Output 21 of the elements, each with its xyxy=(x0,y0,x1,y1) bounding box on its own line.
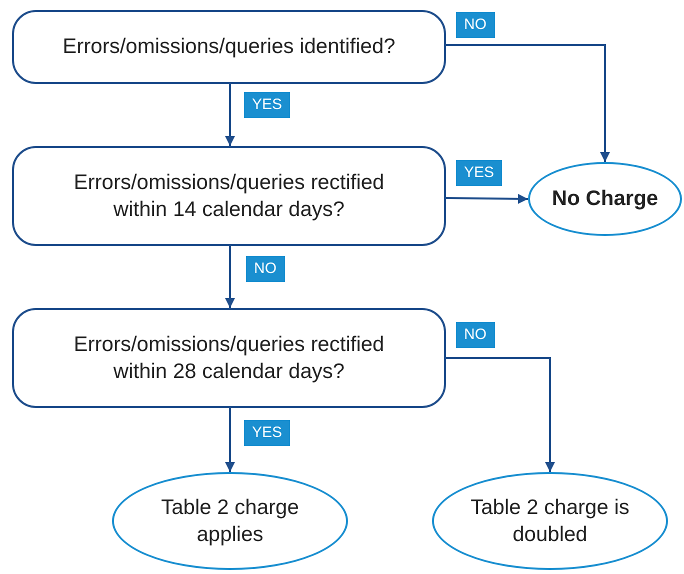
node-text: Errors/omissions/queries rectified within 14 calendar days? xyxy=(72,170,386,223)
edge-label: YES xyxy=(456,160,502,186)
node-text: Table 2 charge applies xyxy=(160,494,300,548)
arrow xyxy=(446,44,610,162)
arrow xyxy=(225,408,235,472)
arrow xyxy=(446,194,528,204)
arrow xyxy=(225,84,235,146)
decision-box xyxy=(12,146,446,246)
node-text: Errors/omissions/queries rectified within 28 calendar days? xyxy=(72,332,386,385)
decision-box xyxy=(12,308,446,408)
node-text: Table 2 charge is doubled xyxy=(470,494,630,548)
node-text: Errors/omissions/queries identified? xyxy=(62,34,396,60)
arrow xyxy=(446,357,555,472)
edge-label: NO xyxy=(456,322,494,348)
edge-label: NO xyxy=(456,12,494,38)
arrow xyxy=(225,246,235,308)
edge-label: YES xyxy=(244,92,290,118)
decision-box xyxy=(12,10,446,84)
edge-label: NO xyxy=(246,256,284,282)
node-text: No Charge xyxy=(552,186,658,212)
edge-label: YES xyxy=(244,420,290,446)
